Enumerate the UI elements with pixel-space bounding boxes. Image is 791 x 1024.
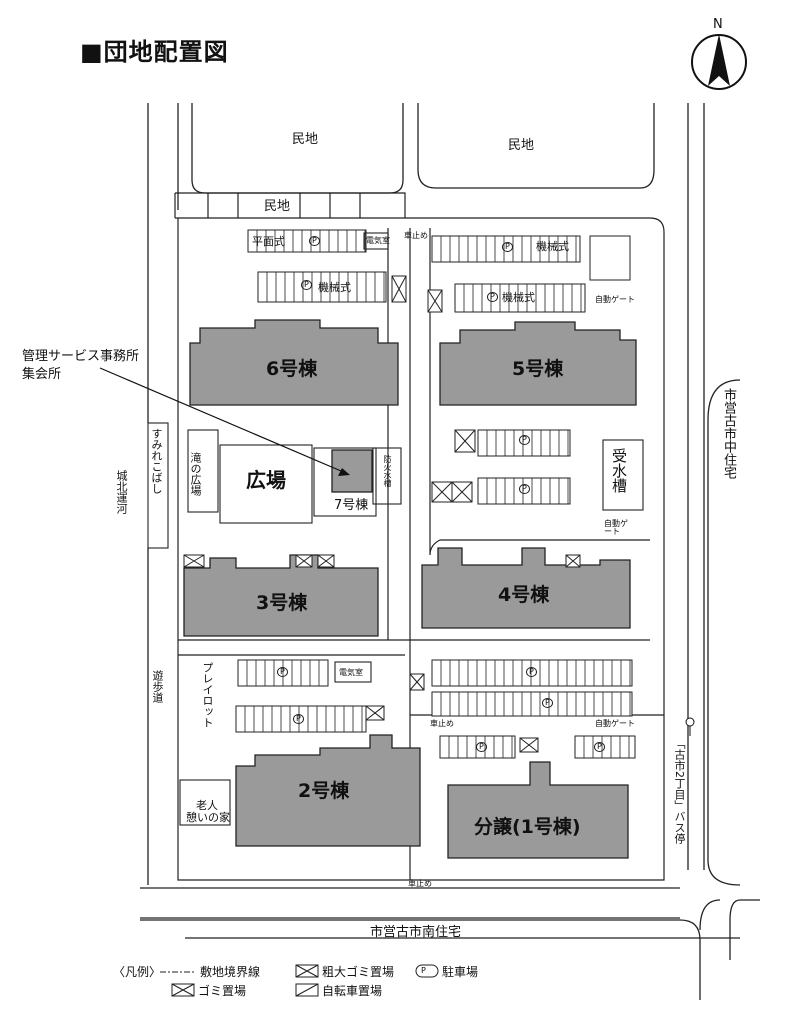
- building-7-label: 7号棟: [334, 498, 369, 513]
- electric-room-label: 電気室: [339, 668, 363, 677]
- roads: [140, 103, 760, 1000]
- elderly-house-label: 老人: [196, 799, 218, 812]
- mgmt-office-label: 管理サービス事務所: [22, 349, 140, 364]
- plaza-label: 広場: [246, 468, 286, 492]
- parking-icon: P: [502, 242, 513, 252]
- parking-icon: P: [542, 698, 553, 708]
- parking-icon: P: [519, 435, 530, 445]
- bus-stop-icon: [685, 717, 695, 736]
- mechanical-parking-label: 機械式: [318, 281, 351, 294]
- parking-icon: P: [293, 714, 304, 724]
- parking-icon: P: [526, 667, 537, 677]
- private-land-label: 民地: [292, 132, 319, 147]
- mechanical-parking-label: 機械式: [536, 240, 569, 253]
- buildings: [183, 319, 637, 859]
- water-tank-label: 受水槽: [610, 448, 628, 493]
- building-3: [183, 554, 379, 637]
- electric-room-label: 電気室: [366, 236, 390, 245]
- canal-label: 城北運河: [115, 470, 128, 514]
- north-label: N: [713, 17, 723, 32]
- building-5: [439, 321, 637, 406]
- legend-boundary: 敷地境界線: [200, 965, 261, 979]
- building-6-label: 6号棟: [266, 358, 318, 380]
- legend-parking: 駐車場: [442, 965, 479, 979]
- page-title: ■団地配置図: [80, 38, 229, 66]
- auto-gate-label: 自動ゲート: [595, 295, 635, 304]
- annotation-arrow: [99, 367, 350, 476]
- building-4-label: 4号棟: [498, 584, 550, 606]
- building-3-label: 3号棟: [256, 592, 308, 614]
- car-stop-label: 車止め: [404, 231, 428, 240]
- building-6: [189, 319, 399, 406]
- building-4: [421, 547, 631, 629]
- building-2: [235, 734, 421, 847]
- building-1-label: 分譲(1号棟): [474, 816, 581, 838]
- parking-icon: P: [487, 292, 498, 302]
- building-5-label: 5号棟: [512, 358, 564, 380]
- south-housing-label: 市営古市南住宅: [370, 925, 462, 940]
- parking-icon: P: [309, 236, 320, 246]
- parking-icon: P: [519, 484, 530, 494]
- legend-parking-icon: P: [421, 966, 426, 975]
- legend-bicycle: 自転車置場: [322, 984, 383, 998]
- east-housing-label: 市営古市中住宅: [721, 388, 736, 479]
- auto-gate-label: 自動ゲート: [595, 719, 635, 728]
- legend-garbage: ゴミ置場: [198, 984, 247, 998]
- garbage-areas: [183, 275, 581, 753]
- private-land-label: 民地: [508, 138, 535, 153]
- parking-icon: P: [594, 742, 605, 752]
- legend-symbols: [160, 964, 439, 997]
- meeting-hall-label: 集会所: [22, 367, 62, 382]
- promenade-label: 遊歩道: [151, 670, 164, 703]
- private-land-label: 民地: [264, 199, 291, 214]
- elderly-house-label: 憩いの家: [186, 811, 230, 824]
- parking-icon: P: [476, 742, 487, 752]
- parking-lots: [235, 229, 636, 759]
- north-arrow-icon: [691, 34, 747, 90]
- legend-bulky-garbage: 粗大ゴミ置場: [322, 965, 395, 979]
- bus-stop-label: 「古市2丁目」バス停: [673, 738, 686, 844]
- playlot-label: プレイロット: [201, 662, 214, 728]
- parking-icon: P: [301, 280, 312, 290]
- building-2-label: 2号棟: [298, 780, 350, 802]
- flat-parking-label: 平面式: [252, 235, 285, 248]
- building-1: [447, 761, 629, 859]
- auto-gate-label: 自動ゲート: [604, 519, 628, 536]
- mechanical-parking-label: 機械式: [502, 291, 535, 304]
- parking-icon: P: [277, 667, 288, 677]
- waterfall-plaza-label: 滝の広場: [189, 452, 202, 496]
- sumire-bridge-label: すみれこばし: [150, 428, 163, 494]
- building-7: [331, 449, 373, 493]
- car-stop-label: 車止め: [430, 719, 454, 728]
- car-stop-label: 車止め: [408, 879, 432, 888]
- legend-heading: 〈凡例〉: [113, 965, 162, 979]
- fire-tank-label: 防火水槽: [383, 455, 392, 487]
